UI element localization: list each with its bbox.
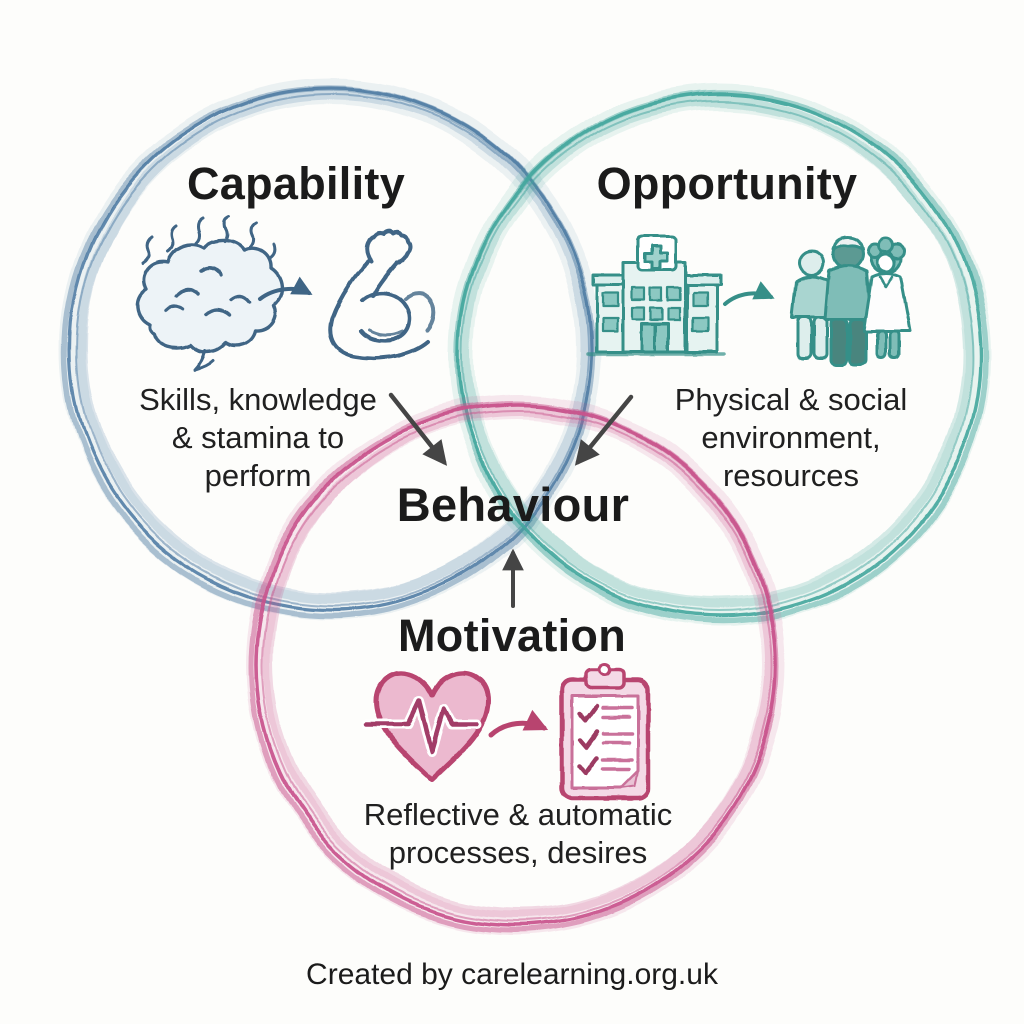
flexed-arm-icon: [328, 229, 436, 361]
capability-description: Skills, knowledge & stamina to perform: [139, 381, 377, 495]
heart-pulse-icon: [361, 670, 491, 783]
opportunity-flow-arrow-icon: [723, 281, 775, 306]
opportunity-circle: [449, 84, 991, 626]
description-line: & stamina to: [171, 420, 345, 455]
description-line: environment,: [701, 420, 881, 455]
description-line: perform: [204, 458, 312, 493]
opportunity-description: Physical & social environment, resources: [675, 381, 908, 495]
description-line: Reflective & automatic: [363, 797, 673, 832]
capability-label: Capability: [186, 158, 406, 209]
description-line: resources: [722, 458, 860, 493]
opportunity-label: Opportunity: [596, 158, 858, 209]
description-line: Physical & social: [674, 382, 908, 417]
motivation-circle: [246, 395, 786, 935]
brain-icon: [135, 215, 284, 372]
people-group-icon: [790, 235, 912, 367]
opportunity-to-behaviour-arrow: [574, 394, 634, 466]
attribution-text: Created by carelearning.org.uk: [306, 958, 718, 991]
checklist-clipboard-icon: [559, 662, 651, 801]
motivation-label: Motivation: [398, 610, 626, 661]
description-line: processes, desires: [388, 835, 648, 870]
motivation-description: Reflective & automatic processes, desire…: [364, 796, 672, 872]
capability-to-behaviour-arrow: [388, 392, 448, 466]
capability-flow-arrow-icon: [258, 276, 313, 301]
motivation-flow-arrow-icon: [488, 709, 549, 738]
capability-circle: [60, 78, 602, 620]
description-line: Skills, knowledge: [139, 382, 377, 417]
behaviour-label: Behaviour: [396, 478, 630, 531]
hospital-icon: [586, 234, 726, 356]
